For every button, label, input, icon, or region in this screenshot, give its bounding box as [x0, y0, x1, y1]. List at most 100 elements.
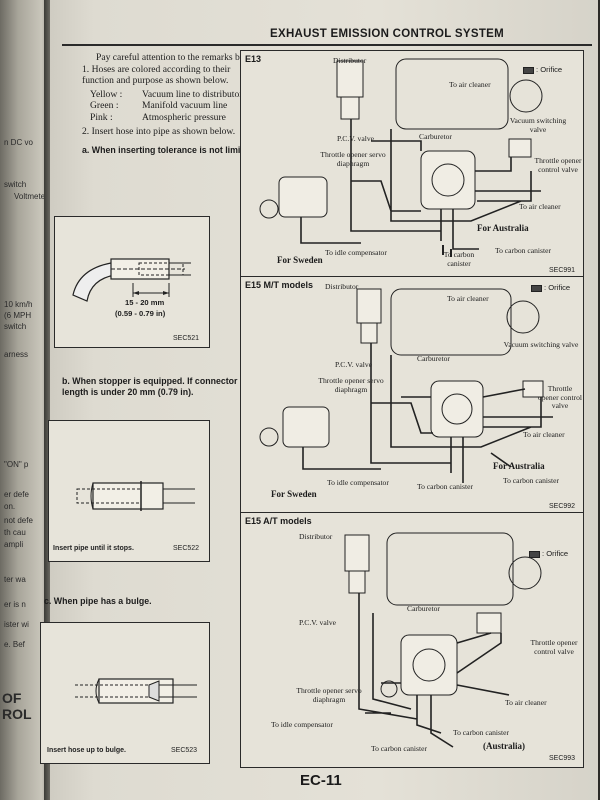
- hose-routing-diagram: [259, 288, 553, 483]
- figure-hose-insert-b: Insert pipe until it stops. SEC522: [48, 420, 210, 562]
- figure-code: SEC992: [549, 503, 576, 510]
- orifice-legend: : Orifice: [529, 549, 568, 558]
- label-for-australia: For Australia: [493, 461, 545, 471]
- fig-a-heading: a. When inserting tolerance is not limit…: [82, 145, 257, 156]
- hose-purpose: Manifold vacuum line: [142, 100, 228, 112]
- diagram-panel-e13: E13 : Orifice Distributor To air cleaner…: [240, 50, 584, 278]
- left-fragment: ROL: [2, 706, 32, 722]
- hose-color: Yellow :: [90, 88, 123, 100]
- header-rule: [62, 44, 592, 46]
- hose-purpose: Atmospheric pressure: [142, 111, 226, 123]
- label-vacuum-switching-valve: Vacuum switching valve: [509, 116, 567, 134]
- figure-code: SEC993: [549, 755, 576, 762]
- label-servo-diaphragm: Throttle opener servo diaphragm: [296, 686, 362, 704]
- label-to-carbon-canister: To carbon canister: [495, 246, 551, 255]
- left-fragment: er is n: [4, 600, 26, 609]
- fig-b-heading: b. When stopper is equipped. If connecto…: [62, 376, 238, 397]
- label-to-air-cleaner: To air cleaner: [505, 698, 547, 707]
- label-to-idle-compensator: To idle compensator: [271, 720, 333, 729]
- left-fragment: "ON" p: [4, 460, 29, 469]
- left-fragment: n DC vo: [4, 138, 33, 147]
- panel-title: E15 A/T models: [245, 516, 312, 526]
- label-pcv-valve: P.C.V. valve: [299, 618, 336, 627]
- left-fragment: ter wa: [4, 575, 26, 584]
- figure-caption: Insert hose up to bulge.: [47, 747, 126, 754]
- figure-caption: Insert pipe until it stops.: [53, 545, 134, 552]
- intro-item-1: 1. Hoses are colored according to their …: [82, 63, 231, 87]
- hose-color-list: Yellow : Vacuum line to distributor Green…: [82, 89, 262, 124]
- fig-c-heading: c. When pipe has a bulge.: [44, 596, 152, 606]
- orifice-label: : Orifice: [536, 65, 563, 74]
- figure-hose-insert-c: Insert hose up to bulge. SEC523: [40, 622, 210, 764]
- label-for-sweden: For Sweden: [271, 489, 317, 499]
- dimension-label: 15 - 20 mm: [125, 298, 165, 307]
- label-to-carbon-canister: To carbon canister: [417, 482, 473, 491]
- intro-text: Pay careful attention to the remarks bel…: [82, 52, 262, 156]
- figure-code: SEC521: [173, 335, 200, 342]
- label-to-air-cleaner-2: To air cleaner: [519, 202, 561, 211]
- label-pcv-valve: P.C.V. valve: [337, 134, 374, 143]
- left-fragment: OF: [2, 690, 22, 706]
- label-servo-diaphragm: Throttle opener servo diaphragm: [318, 376, 384, 394]
- hose-color-row: Yellow : Vacuum line to distributor: [82, 89, 262, 101]
- label-carburetor: Carburetor: [417, 354, 450, 363]
- bulge-pipe-drawing: [75, 678, 197, 704]
- label-throttle-opener-control-valve: Throttle opener control valve: [530, 638, 578, 656]
- label-throttle-opener-control-valve: Throttle opener control valve: [534, 156, 582, 174]
- label-to-air-cleaner: To air cleaner: [447, 294, 489, 303]
- panel-title: E15 M/T models: [245, 280, 314, 290]
- orifice-icon: [523, 66, 534, 74]
- label-to-idle-compensator: To idle compensator: [325, 248, 387, 257]
- left-fragment: 10 km/h: [4, 300, 33, 309]
- hose-routing-diagram: [259, 58, 543, 257]
- page-header: EXHAUST EMISSION CONTROL SYSTEM: [270, 28, 504, 40]
- adjacent-left-page: n DC vo switch Voltmete 10 km/h (6 MPH s…: [0, 0, 52, 800]
- hose-color-row: Green : Manifold vacuum line: [82, 100, 262, 112]
- figure-code: SEC991: [549, 267, 576, 274]
- label-vacuum-switching-valve: Vacuum switching valve: [503, 340, 579, 349]
- panel-title: E13: [245, 54, 262, 64]
- hose-color: Green :: [90, 100, 119, 112]
- hose-color-row: Pink : Atmospheric pressure: [82, 112, 262, 124]
- manual-page: EXHAUST EMISSION CONTROL SYSTEM Pay care…: [40, 0, 598, 800]
- hose-pipe-drawing: [72, 258, 191, 302]
- left-fragment: not defe: [4, 516, 33, 525]
- label-servo-diaphragm: Throttle opener servo diaphragm: [320, 150, 386, 168]
- left-fragment: e. Bef: [4, 640, 25, 649]
- label-to-air-cleaner: To air cleaner: [449, 80, 491, 89]
- hose-routing-diagram: [344, 532, 542, 748]
- orifice-label: : Orifice: [542, 549, 569, 558]
- left-fragment: er defe: [4, 490, 29, 499]
- orifice-icon: [531, 284, 542, 292]
- hose-purpose: Vacuum line to distributor: [142, 88, 243, 100]
- label-distributor: Distributor: [333, 56, 367, 65]
- orifice-legend: : Orifice: [531, 283, 570, 292]
- intro-item-2: 2. Insert hose into pipe as shown below.: [82, 125, 236, 137]
- label-to-carbon-canister-2: To carbon canister: [503, 476, 559, 485]
- left-fragment: arness: [4, 350, 29, 359]
- figure-code: SEC523: [171, 747, 198, 754]
- hose-color: Pink :: [90, 111, 113, 123]
- diagram-panel-e15-mt: E15 M/T models : Orifice Distributor To …: [240, 276, 584, 514]
- label-to-idle-compensator: To idle compensator: [327, 478, 389, 487]
- label-distributor: Distributor: [325, 282, 359, 291]
- left-fragment: on.: [4, 502, 16, 511]
- label-australia: (Australia): [483, 741, 525, 751]
- left-fragment: ister wi: [4, 620, 29, 629]
- left-fragment: switch: [4, 322, 27, 331]
- orifice-icon: [529, 550, 540, 558]
- orifice-label: : Orifice: [544, 283, 571, 292]
- label-carburetor: Carburetor: [419, 132, 452, 141]
- left-fragment: (6 MPH: [4, 311, 32, 320]
- label-distributor: Distributor: [299, 532, 333, 541]
- figure-code: SEC522: [173, 545, 200, 552]
- left-fragment: switch: [4, 180, 27, 189]
- label-pcv-valve: P.C.V. valve: [335, 360, 372, 369]
- orifice-legend: : Orifice: [523, 65, 562, 74]
- label-for-australia: For Australia: [477, 223, 529, 233]
- label-carburetor: Carburetor: [407, 604, 440, 613]
- label-to-carbon-canister: To carbon canister: [453, 728, 509, 737]
- label-for-sweden: For Sweden: [277, 255, 323, 265]
- figure-hose-insert-a: 15 - 20 mm (0.59 - 0.79 in) SEC521: [54, 216, 210, 348]
